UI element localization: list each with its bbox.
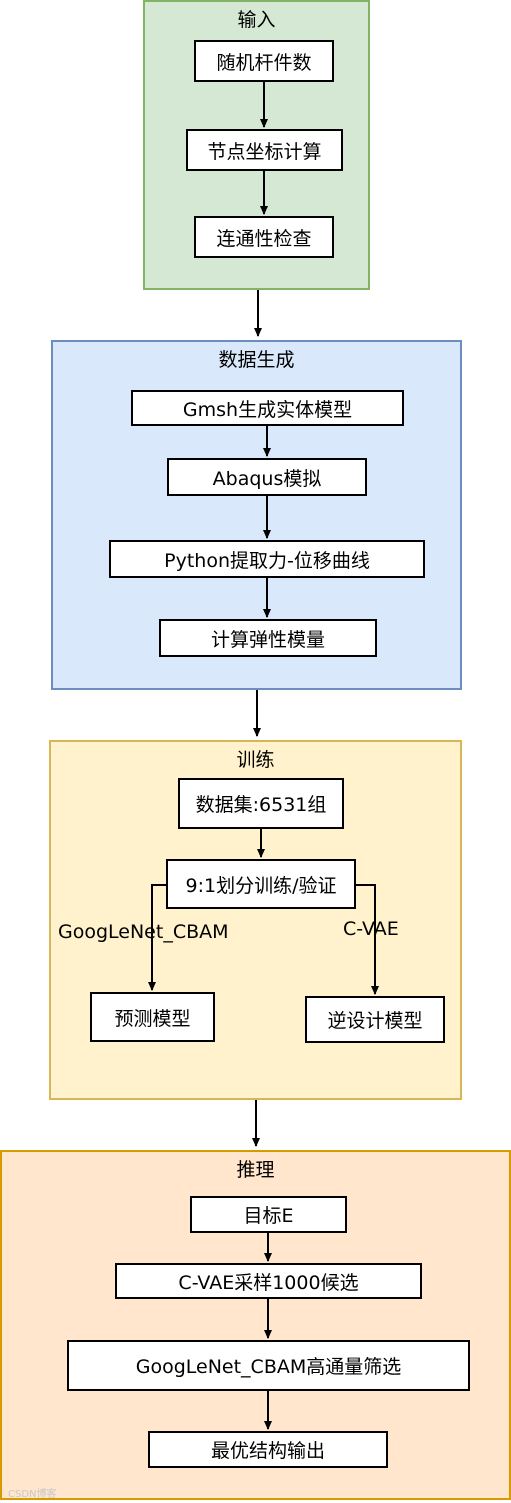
node-prediction-model: 预测模型 bbox=[90, 992, 215, 1042]
node-cvae-sampling: C-VAE采样1000候选 bbox=[115, 1263, 422, 1299]
edge-label-cvae: C-VAE bbox=[343, 918, 399, 940]
watermark: CSDN博客 bbox=[8, 1489, 57, 1500]
node-split: 9:1划分训练/验证 bbox=[166, 859, 356, 909]
node-googlenet-screening: GoogLeNet_CBAM高通量筛选 bbox=[67, 1340, 470, 1391]
group-title-data-generation: 数据生成 bbox=[218, 349, 295, 371]
arrow-split-to-inverse bbox=[355, 884, 379, 995]
group-title-input: 输入 bbox=[237, 9, 276, 31]
node-connectivity-check: 连通性检查 bbox=[194, 216, 334, 258]
edge-label-googlenet: GoogLeNet_CBAM bbox=[58, 921, 229, 943]
node-target-e: 目标E bbox=[190, 1196, 347, 1233]
node-random-members: 随机杆件数 bbox=[194, 40, 334, 82]
group-title-inference: 推理 bbox=[236, 1159, 275, 1181]
node-python-extract: Python提取力-位移曲线 bbox=[109, 540, 425, 578]
node-inverse-model: 逆设计模型 bbox=[305, 996, 445, 1043]
node-elastic-modulus: 计算弹性模量 bbox=[159, 619, 377, 657]
arrow-split-to-prediction bbox=[148, 884, 168, 991]
node-abaqus-sim: Abaqus模拟 bbox=[167, 458, 367, 496]
node-node-coords: 节点坐标计算 bbox=[186, 129, 343, 171]
node-dataset: 数据集:6531组 bbox=[178, 778, 344, 829]
node-optimal-output: 最优结构输出 bbox=[148, 1431, 388, 1468]
group-title-training: 训练 bbox=[236, 749, 275, 771]
node-gmsh-solid: Gmsh生成实体模型 bbox=[131, 390, 404, 426]
